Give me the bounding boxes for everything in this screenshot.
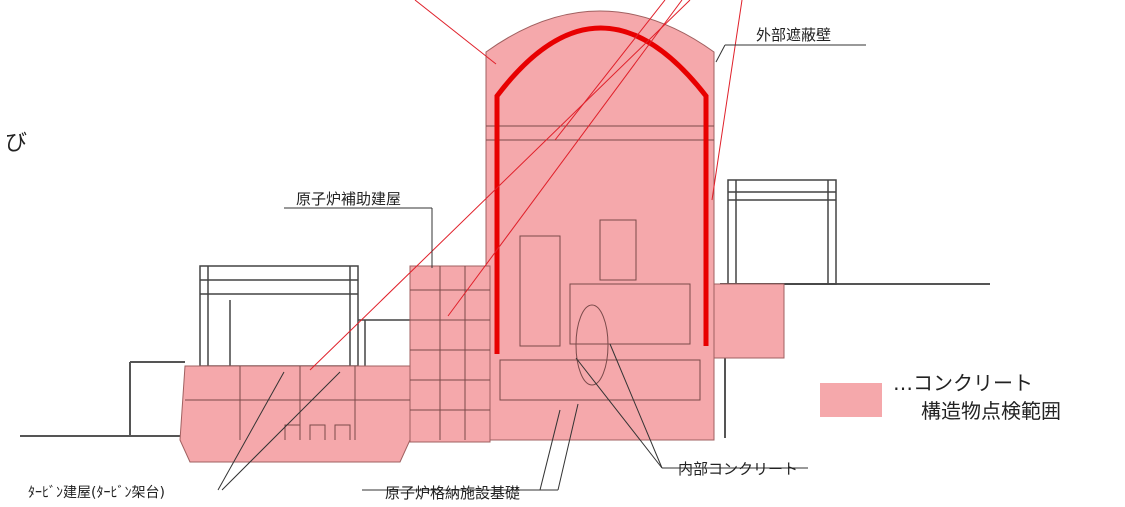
callout-leaders — [217, 44, 866, 491]
label-outer-shield-wall: 外部遮蔽壁 — [756, 26, 832, 44]
legend-line-2: 構造物点検範囲 — [921, 399, 1061, 423]
steel-containment-vessel — [494, 25, 709, 354]
right-frame-building — [727, 179, 837, 285]
internal-structure-lines — [185, 125, 714, 440]
turbine-upper-frame — [199, 265, 410, 367]
label-reactor-auxiliary-building: 原子炉補助建屋 — [296, 190, 402, 208]
legend: …コンクリート 構造物点検範囲 — [893, 369, 1061, 425]
label-containment-foundation: 原子炉格納施設基礎 — [385, 484, 521, 502]
turbine-pedestal — [179, 365, 411, 463]
side-text-fragment: び — [5, 131, 28, 156]
right-annex — [713, 283, 785, 359]
label-internal-concrete: 内部コンクリート — [678, 460, 799, 478]
label-turbine-building: ﾀｰﾋﾞﾝ建屋(ﾀｰﾋﾞﾝ架台) — [28, 485, 165, 501]
auxiliary-building-body — [409, 265, 491, 443]
leader-lines-red — [309, 0, 743, 371]
legend-swatch — [820, 383, 882, 417]
legend-line-1: …コンクリート — [893, 371, 1033, 395]
